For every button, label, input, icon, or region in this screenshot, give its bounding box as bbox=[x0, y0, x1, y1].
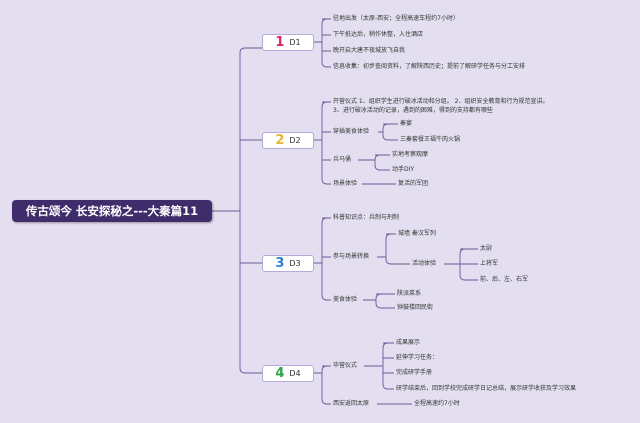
connector-d3-activity bbox=[444, 248, 478, 281]
d4-closing-diary-summary[interactable]: 研学结束后，回到学校完成研学日记总结，展示研学收获及学习效果 bbox=[396, 385, 577, 392]
d4-closing-handbook[interactable]: 完成研学手册 bbox=[396, 369, 433, 376]
connector-d1 bbox=[312, 18, 331, 68]
d3-scene-activity[interactable]: 活动体验 bbox=[412, 260, 437, 267]
d2-scene-revived-army[interactable]: 复活的军团 bbox=[398, 180, 429, 187]
d2-terracotta-observe[interactable]: 实地考察观摩 bbox=[392, 151, 429, 158]
d2-food-qin-feast[interactable]: 秦宴 bbox=[400, 120, 413, 127]
d1-item-checkin[interactable]: 下午抵达后，稍作休整，入住酒店 bbox=[333, 31, 424, 38]
d1-item-night-city[interactable]: 晚开启大唐不夜城放飞自我 bbox=[333, 47, 406, 54]
d2-terracotta-diy[interactable]: 动手DIY bbox=[392, 166, 415, 173]
connector-d3-scene bbox=[377, 233, 410, 265]
d2-food-beef-hotpot[interactable]: 三秦套餐王福牛肉火锅 bbox=[400, 136, 461, 143]
d4-item-closing-ceremony[interactable]: 毕营仪式 bbox=[333, 362, 358, 369]
d1-item-departure[interactable]: 驻地出发（太原-西安；全程高速车程约7小时） bbox=[333, 15, 459, 22]
day-label-d3: D3 bbox=[289, 259, 301, 268]
d3-food-muslim-street[interactable]: 钟鼓楼回民街 bbox=[397, 304, 434, 311]
day-label-d2: D2 bbox=[289, 136, 301, 145]
d2-item-terracotta[interactable]: 兵马俑 bbox=[333, 156, 352, 163]
day-label-d4: D4 bbox=[289, 369, 301, 378]
connector-d3-food bbox=[363, 293, 395, 309]
d3-activity-armies[interactable]: 前、后、左、右军 bbox=[480, 276, 529, 283]
day-node-d1[interactable]: 1 D1 bbox=[262, 34, 314, 51]
d2-item-scene-experience[interactable]: 场景体验 bbox=[333, 180, 358, 187]
d3-activity-general[interactable]: 上将军 bbox=[480, 260, 499, 267]
day-number-3: 3 bbox=[275, 256, 285, 271]
d3-food-shaanxi-cuisine[interactable]: 陕派菜系 bbox=[397, 290, 422, 297]
day-node-d4[interactable]: 4 D4 bbox=[262, 365, 314, 382]
d4-closing-extended-task[interactable]: 延伸学习任务： bbox=[396, 354, 439, 361]
d2-item-food-experience[interactable]: 穿插美食体验 bbox=[333, 128, 370, 135]
connector-d3 bbox=[312, 217, 331, 301]
root-title[interactable]: 传古颂今 长安探秘之---大秦篇11 bbox=[12, 200, 212, 222]
connector-d2-food bbox=[378, 123, 398, 141]
d3-item-science-knowledge[interactable]: 科普知识点：兵制与刑制 bbox=[333, 214, 400, 221]
day-number-4: 4 bbox=[275, 366, 285, 381]
day-number-2: 2 bbox=[275, 133, 285, 148]
connector-d4-closing bbox=[364, 342, 394, 390]
d3-scene-city-wall[interactable]: 城墙 秦汉军列 bbox=[398, 230, 436, 237]
day-node-d3[interactable]: 3 D3 bbox=[262, 255, 314, 272]
connector-trunk bbox=[239, 47, 246, 374]
day-node-d2[interactable]: 2 D2 bbox=[262, 132, 314, 149]
d4-item-return[interactable]: 西安返回太原 bbox=[333, 400, 370, 407]
d3-item-food-experience[interactable]: 美食体验 bbox=[333, 296, 358, 303]
d1-item-info-gathering[interactable]: 信息收集：初步查阅资料，了解陕西历史；提前了解研学任务与分工安排 bbox=[333, 63, 526, 70]
connector-d2 bbox=[312, 101, 331, 185]
d3-item-scene-transition[interactable]: 参与场景转换 bbox=[333, 253, 370, 260]
day-label-d1: D1 bbox=[289, 38, 301, 47]
connector-d2-terracotta bbox=[358, 154, 390, 171]
d4-return-duration[interactable]: 全程高速约7小时 bbox=[414, 400, 460, 407]
d4-closing-showcase[interactable]: 成果展示 bbox=[396, 339, 421, 346]
day-number-1: 1 bbox=[275, 35, 285, 50]
d2-item-opening-ceremony-line2: 3、进行破冰活动的记录，遇到的困难，得到的支持都有哪些 bbox=[333, 107, 493, 114]
d3-activity-taiwei[interactable]: 太尉 bbox=[480, 245, 493, 252]
d2-item-opening-ceremony[interactable]: 开营仪式 1、组织学生进行破冰活动和分组。 2、组织安全教育和行为规范宣讲。 bbox=[333, 98, 549, 105]
connector-d4 bbox=[312, 365, 331, 405]
